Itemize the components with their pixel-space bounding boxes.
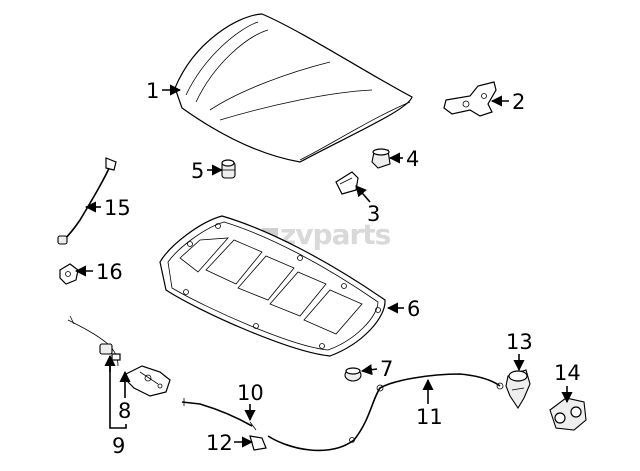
callout-9: 9	[104, 354, 127, 458]
callout-13-label: 13	[506, 330, 533, 354]
callout-2: 2	[490, 90, 525, 114]
callout-9-label: 9	[112, 434, 125, 458]
callout-16: 16	[74, 260, 123, 284]
insulator-clip	[344, 367, 362, 382]
callout-6-label: 6	[407, 297, 420, 321]
hood-support-rod	[181, 398, 257, 431]
callout-2-label: 2	[512, 90, 525, 114]
release-handle	[505, 369, 531, 410]
release-actuator	[549, 397, 587, 431]
callout-13: 13	[506, 330, 533, 372]
callout-16-label: 16	[96, 260, 123, 284]
callout-5-label: 5	[191, 159, 204, 183]
rubber-stopper	[371, 148, 391, 169]
callout-3-label: 3	[367, 202, 380, 226]
hood-lift-rod	[57, 157, 117, 245]
callout-1-label: 1	[146, 79, 159, 103]
watermark-text: zvparts	[280, 218, 391, 251]
callout-8-label: 8	[118, 399, 131, 423]
callout-14: 14	[554, 361, 581, 404]
rod-clip	[249, 435, 267, 451]
lift-rod-bracket	[59, 263, 79, 285]
callout-11-label: 11	[416, 405, 443, 429]
callout-15: 15	[84, 196, 131, 220]
callout-7: 7	[360, 357, 393, 381]
callout-1: 1	[146, 79, 182, 103]
hood-insulator	[159, 215, 386, 357]
hood-latch	[125, 365, 171, 397]
release-cable	[267, 373, 504, 452]
callout-7-label: 7	[380, 357, 393, 381]
latch-switch-harness	[67, 315, 121, 367]
callout-12: 12	[206, 431, 254, 455]
callout-6: 6	[386, 297, 420, 321]
callout-3: 3	[355, 185, 380, 226]
bumper-bracket	[335, 171, 359, 195]
callout-15-label: 15	[104, 196, 131, 220]
callout-12-label: 12	[206, 431, 233, 455]
hood-hinge	[443, 81, 497, 117]
callout-10: 10	[237, 381, 264, 422]
callout-11: 11	[416, 378, 443, 429]
callout-8: 8	[118, 370, 131, 423]
callout-10-label: 10	[237, 381, 264, 405]
callout-4: 4	[388, 147, 419, 171]
callout-5: 5	[191, 159, 224, 183]
callout-14-label: 14	[554, 361, 581, 385]
hood-panel	[174, 13, 413, 163]
hood-bumper	[221, 159, 236, 179]
callout-4-label: 4	[406, 147, 419, 171]
